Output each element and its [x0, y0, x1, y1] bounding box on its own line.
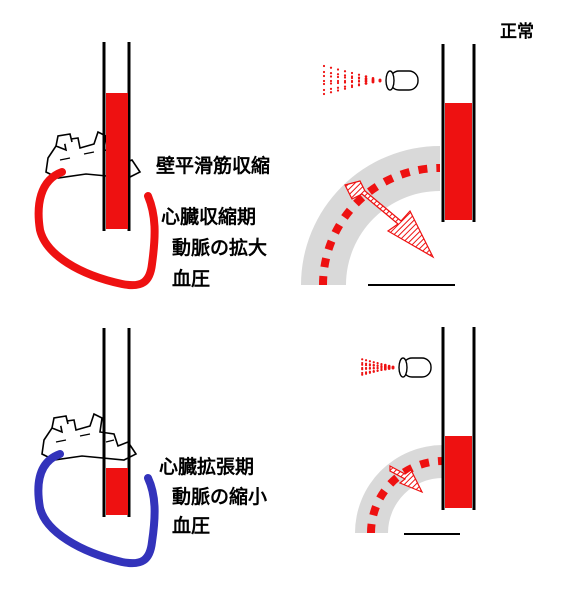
artery-wall-section	[301, 146, 455, 286]
spray-nozzle-icon	[322, 64, 419, 96]
normal-label: 正常	[500, 22, 534, 42]
heart-pressure-column	[102, 42, 131, 231]
expansion-arrows-icon	[344, 180, 435, 259]
artery-wall-section-bottom	[355, 445, 460, 535]
artery-expand-label: 動脈の拡大	[172, 237, 268, 259]
pressure-label-top: 血圧	[172, 268, 211, 290]
systole-label: 心臓収縮期	[161, 206, 257, 228]
heart-diastole-icon	[34, 412, 159, 568]
smooth-muscle-label: 壁平滑筋収縮	[156, 155, 271, 177]
contraction-arrow-icon	[389, 465, 424, 494]
heart-pressure-column-bottom	[102, 328, 131, 517]
heart-systole-icon	[34, 130, 159, 290]
spray-nozzle-icon-bottom	[361, 357, 432, 378]
gauge-column-bottom	[441, 327, 476, 510]
diastole-label: 心臓拡張期	[159, 456, 255, 478]
pressure-label-bottom: 血圧	[172, 515, 211, 537]
gauge-column-top	[441, 44, 476, 222]
artery-shrink-label: 動脈の縮小	[172, 486, 268, 508]
